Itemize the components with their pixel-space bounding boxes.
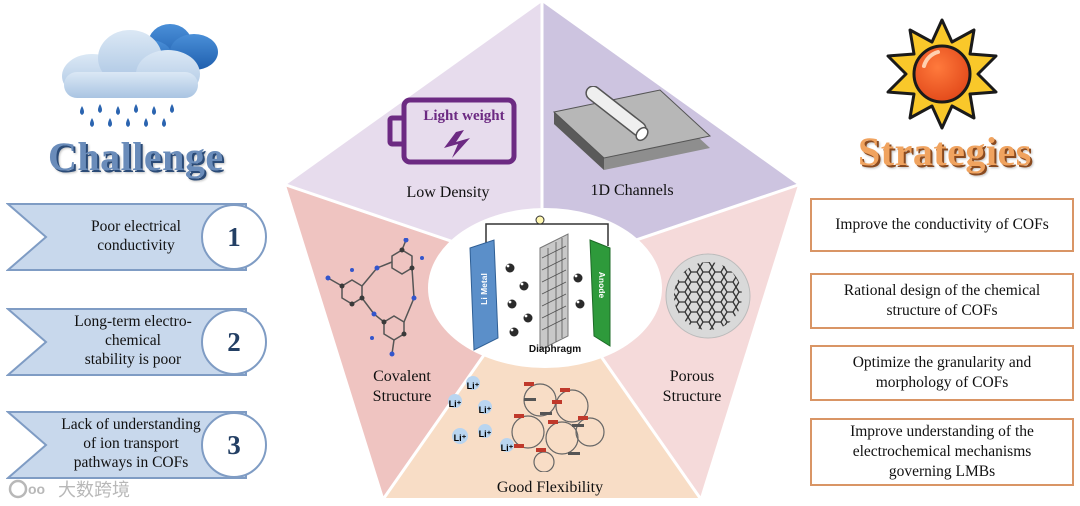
challenge-number: 1 — [227, 222, 241, 252]
pent-section-low-density — [286, 2, 542, 272]
challenge-text: Poor electrical conductivity — [56, 217, 216, 255]
strategy-box-1: Improve the conductivity of COFs — [810, 198, 1074, 252]
watermark-text: 大数跨境 — [58, 480, 130, 500]
channel-slab-icon — [550, 85, 715, 172]
challenge-arrow-shape — [6, 308, 267, 376]
li-ion-icon: Li⁺ — [478, 424, 492, 439]
strategy-text-line: Improve the conductivity of COFs — [835, 216, 1049, 233]
challenge-text-line: Long-term electro- — [74, 313, 192, 330]
strategies-title: Strategies — [858, 129, 1032, 174]
flexible-framework-icon: Li⁺ Li⁺ Li⁺ Li⁺ Li⁺ Li⁺ — [444, 372, 612, 473]
li-ion-icon: Li⁺ — [448, 394, 462, 409]
strategy-text-line: morphology of COFs — [875, 374, 1009, 391]
li-metal-label: Li Metal — [479, 273, 489, 305]
li-ion-label: Li⁺ — [478, 405, 492, 415]
challenge-text: Lack of understanding of ion transport p… — [40, 415, 222, 472]
anode-label: Anode — [597, 271, 607, 299]
challenge-arrow-shape — [6, 411, 267, 479]
label-porous-line: Porous — [669, 368, 715, 385]
label-covalent-structure: Covalent Structure — [352, 367, 452, 407]
strategy-text-line: Rational design of the chemical — [843, 282, 1041, 299]
li-ion-icon: Li⁺ — [500, 438, 514, 453]
label-1d-channels: 1D Channels — [590, 182, 674, 199]
battery-icon-label: Light weight — [423, 108, 505, 124]
challenge-text-line: pathways in COFs — [73, 454, 189, 471]
label-good-flexibility: Good Flexibility — [496, 479, 604, 496]
battery-cell-diagram: Li Metal Anode Diaphragm — [458, 208, 638, 358]
li-ion-label: Li⁺ — [453, 433, 467, 443]
label-low-density: Low Density — [406, 184, 490, 201]
challenge-text-line: of ion transport — [83, 435, 179, 452]
watermark-logo-icon: oo — [8, 479, 45, 499]
challenge-text-line: chemical — [105, 332, 161, 349]
challenge-number: 3 — [227, 430, 241, 460]
label-covalent-line: Covalent — [373, 368, 431, 385]
challenge-item-1: Poor electrical conductivity 1 — [6, 200, 272, 274]
sun-icon — [882, 18, 1002, 132]
strategy-box-4: Improve understanding of the electrochem… — [810, 418, 1074, 486]
svg-text:oo: oo — [28, 481, 45, 497]
porous-disc-icon — [664, 252, 752, 340]
challenge-item-3: Lack of understanding of ion transport p… — [6, 408, 272, 482]
strategy-box-2: Rational design of the chemical structur… — [810, 273, 1074, 329]
challenge-text-line: stability is poor — [84, 351, 182, 368]
challenge-text-line: conductivity — [97, 237, 175, 254]
diaphragm-label: Diaphragm — [528, 344, 582, 355]
battery-icon: Light weight — [386, 96, 522, 166]
label-porous-structure: Porous Structure — [642, 367, 742, 407]
strategy-text-line: structure of COFs — [886, 302, 998, 319]
li-ion-icon: Li⁺ — [478, 400, 492, 415]
challenge-text-line: Poor electrical — [91, 218, 181, 235]
label-porous-line: Structure — [662, 388, 722, 405]
strategy-text-line: electrochemical mechanisms — [852, 443, 1032, 460]
li-ion-label: Li⁺ — [448, 399, 462, 409]
watermark: oo 大数跨境 — [8, 476, 130, 502]
strategy-box-3: Optimize the granularity and morphology … — [810, 345, 1074, 401]
challenge-title: Challenge — [48, 134, 224, 179]
challenge-text: Long-term electro- chemical stability is… — [48, 312, 218, 369]
challenge-text-line: Lack of understanding — [61, 416, 201, 433]
label-covalent-line: Structure — [372, 388, 432, 405]
li-ion-label: Li⁺ — [478, 429, 492, 439]
li-ion-label: Li⁺ — [500, 443, 514, 453]
challenge-number: 2 — [227, 327, 241, 357]
strategy-text-line: Improve understanding of the — [850, 423, 1034, 440]
challenge-item-2: Long-term electro- chemical stability is… — [6, 305, 272, 379]
cloud-icon — [52, 14, 232, 134]
li-ion-icon: Li⁺ — [452, 428, 468, 444]
li-ion-icon: Li⁺ — [466, 376, 480, 391]
strategy-text-line: governing LMBs — [888, 463, 996, 480]
li-ion-label: Li⁺ — [466, 381, 480, 391]
strategy-text-line: Optimize the granularity and — [852, 354, 1032, 371]
molecule-icon — [322, 237, 428, 358]
challenge-arrow-shape — [6, 203, 267, 271]
